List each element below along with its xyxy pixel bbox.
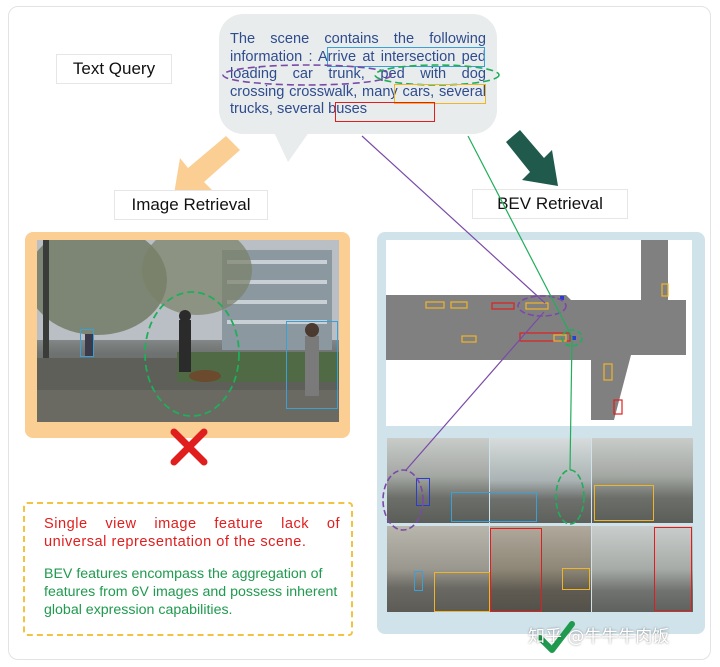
notes-box [23, 502, 353, 636]
bus-box-back-right [654, 527, 692, 611]
car-box-back-left [434, 572, 490, 612]
phrase-buses: several buses [277, 101, 368, 118]
phrase-trucks: several trucks, [230, 83, 487, 118]
query-text: The scene contains the following informa… [230, 31, 486, 119]
phrase-intersection: Arrive at intersection [317, 48, 456, 65]
highlight-cars [394, 84, 486, 104]
phrase-dog: ped with dog [380, 66, 486, 83]
note-bev: BEV features encompass the aggregation o… [44, 566, 338, 618]
camera-back [490, 526, 591, 612]
figure-frame [8, 6, 711, 660]
camera-back-left [387, 526, 489, 612]
query-sep-2: , [430, 83, 439, 100]
bev-map-drawing [386, 240, 686, 420]
text-query-label: Text Query [56, 54, 172, 84]
note-single-view: Single view image feature lack of univer… [44, 516, 340, 550]
cross-icon [170, 428, 208, 466]
car-box-back [562, 568, 590, 590]
street-photo-drawing [37, 240, 339, 422]
highlight-ovals [222, 64, 500, 86]
camera-back-right [592, 526, 693, 612]
image-retrieval-label-text: Image Retrieval [131, 195, 251, 214]
ped-box-right [286, 321, 338, 409]
watermark: 知乎 @牛牛牛肉饭 [528, 627, 670, 647]
highlight-buses [335, 102, 435, 122]
ped-with-dog-oval [144, 291, 240, 417]
bev-arrow-icon [506, 130, 558, 186]
street-photo [37, 240, 339, 422]
phrase-trunk: ped loading car trunk [230, 48, 486, 83]
ped-box-small [80, 329, 94, 357]
highlight-intersection [327, 47, 485, 67]
bev-retrieval-label-text: BEV Retrieval [497, 194, 603, 213]
ped-box-back-left [414, 571, 423, 591]
query-bubble [219, 14, 497, 134]
bev-map [386, 240, 692, 426]
bubble-tail [272, 128, 312, 162]
camera-front-right [592, 438, 693, 523]
query-sep-1: , [360, 66, 381, 83]
image-retrieval-label: Image Retrieval [114, 190, 268, 220]
bus-box-back [490, 528, 542, 612]
bev-retrieval-label: BEV Retrieval [472, 189, 628, 219]
camera-front-left [387, 438, 489, 523]
intersection-box [451, 492, 537, 522]
camera-front [490, 438, 591, 523]
check-icon [537, 621, 575, 653]
text-query-label-text: Text Query [72, 59, 156, 78]
image-arrow-icon [174, 136, 240, 194]
phrase-cars: many cars [362, 83, 431, 100]
car-box-front-right [594, 485, 654, 521]
phrase-crosswalk: crossing crosswalk, [230, 83, 363, 100]
query-prefix: The scene contains the following informa… [230, 31, 486, 65]
